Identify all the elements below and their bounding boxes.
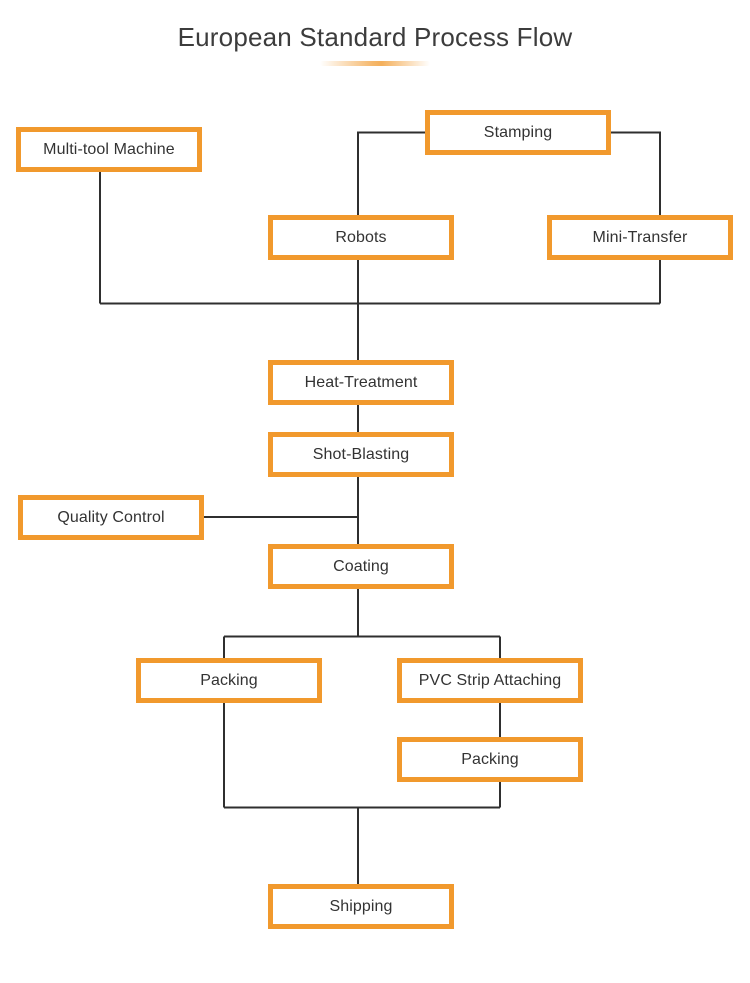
- node-packing-left[interactable]: Packing: [136, 658, 322, 703]
- edge-stamping-to-robots: [357, 131, 425, 215]
- title-underline-accent: [320, 61, 430, 66]
- node-shot-blasting[interactable]: Shot-Blasting: [268, 432, 454, 477]
- node-packing-right[interactable]: Packing: [397, 737, 583, 782]
- edge-stamping-to-mini-transfer: [611, 131, 661, 215]
- node-stamping[interactable]: Stamping: [425, 110, 611, 155]
- page-title: European Standard Process Flow: [177, 22, 573, 52]
- node-shipping[interactable]: Shipping: [268, 884, 454, 929]
- node-mini-transfer[interactable]: Mini-Transfer: [547, 215, 733, 260]
- node-pvc-strip-attaching[interactable]: PVC Strip Attaching: [397, 658, 583, 703]
- node-heat-treatment[interactable]: Heat-Treatment: [268, 360, 454, 405]
- node-coating[interactable]: Coating: [268, 544, 454, 589]
- node-robots[interactable]: Robots: [268, 215, 454, 260]
- node-multi-tool-machine[interactable]: Multi-tool Machine: [16, 127, 202, 172]
- node-quality-control[interactable]: Quality Control: [18, 495, 204, 540]
